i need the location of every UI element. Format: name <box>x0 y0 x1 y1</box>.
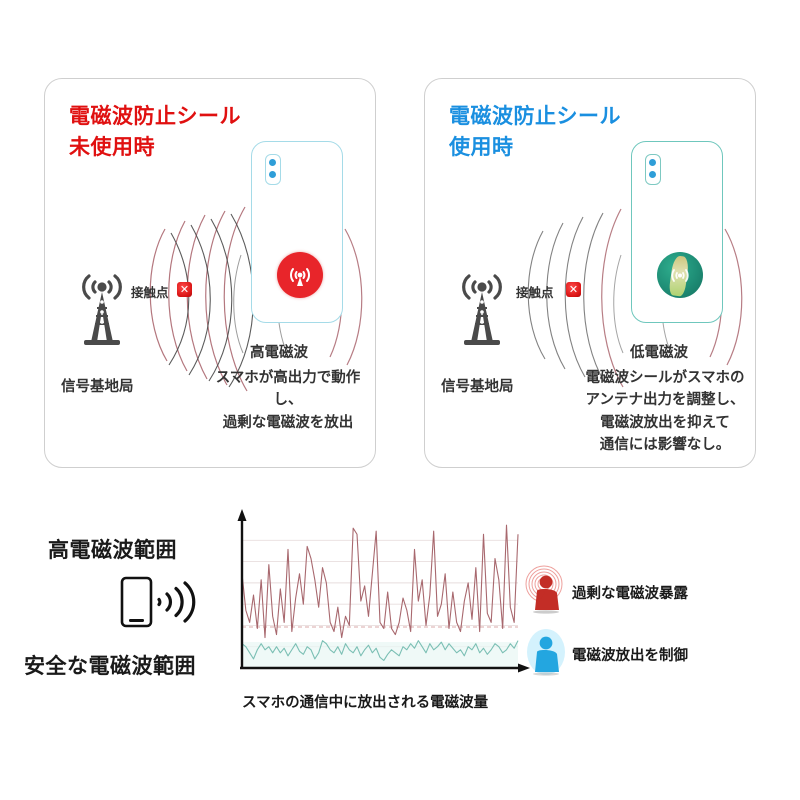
legend-label-control: 電磁波放出を制御 <box>572 648 688 664</box>
emission-level-right: 低電磁波 <box>630 345 688 361</box>
chart-gridlines <box>242 539 518 648</box>
emission-chart-section: 高電磁波範囲 安全な電磁波範囲 スマホの通信中に放出され <box>0 478 800 800</box>
panel-no-sticker: 電磁波防止シール 未使用時 <box>44 78 376 468</box>
emission-line-chart <box>237 509 530 673</box>
person-red-exposed-icon <box>525 565 563 614</box>
panel-with-sticker: 電磁波防止シール 使用時 <box>424 78 756 468</box>
signal-emitter-icon <box>277 252 323 298</box>
smartphone-left <box>251 141 343 323</box>
series-safe-emission <box>241 640 519 661</box>
base-station-label-left: 信号基地局 <box>61 379 134 395</box>
legend-item-exposure: 過剰な電磁波暴露 <box>524 564 688 620</box>
contact-point-label-left: 接触点 <box>131 285 169 300</box>
shield-sticker-icon <box>657 252 703 298</box>
legend-item-control: 電磁波放出を制御 <box>524 626 688 682</box>
cell-tower-icon <box>82 274 122 345</box>
base-station-label-right: 信号基地局 <box>441 379 514 395</box>
chart-axes <box>237 509 530 673</box>
cell-tower-icon <box>462 274 502 345</box>
chart-axis-caption: スマホの通信中に放出される電磁波量 <box>242 695 489 711</box>
contact-x-icon-left: ✕ <box>177 282 192 297</box>
emission-level-left: 高電磁波 <box>250 345 308 361</box>
smartphone-right <box>631 141 723 323</box>
safe-range-label: 安全な電磁波範囲 <box>24 654 196 678</box>
panel-description-left: スマホが高出力で動作し、 過剰な電磁波を放出 <box>215 370 361 431</box>
camera-module-icon <box>265 154 281 185</box>
panel-title-with-sticker: 電磁波防止シール 使用時 <box>449 104 621 160</box>
comparison-panels: 電磁波防止シール 未使用時 <box>44 78 756 468</box>
person-blue-protected-icon <box>527 629 565 676</box>
high-range-label: 高電磁波範囲 <box>48 538 177 562</box>
legend-label-exposure: 過剰な電磁波暴露 <box>572 586 688 602</box>
panel-description-right: 電磁波シールがスマホの アンテナ出力を調整し、 電磁波放出を抑えて 通信には影響… <box>585 370 745 454</box>
contact-x-icon-right: ✕ <box>566 282 581 297</box>
smartphone-signal-icon <box>120 576 196 628</box>
camera-module-icon <box>645 154 661 185</box>
panel-title-no-sticker: 電磁波防止シール 未使用時 <box>69 104 241 160</box>
contact-point-label-right: 接触点 <box>516 285 554 300</box>
series-high-emission <box>241 524 519 639</box>
